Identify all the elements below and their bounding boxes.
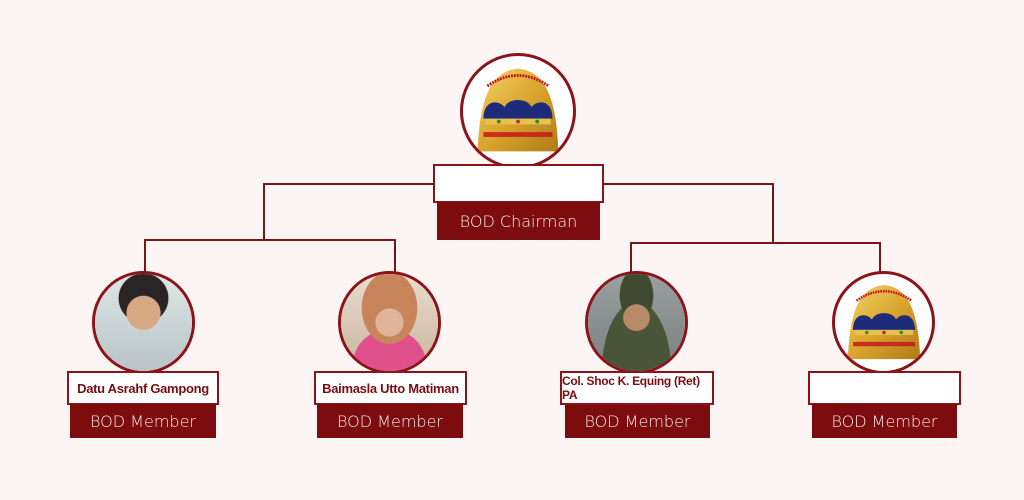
member-name: Datu Asrahf Gampong [77,380,209,396]
member-photo [338,271,441,374]
connector [631,242,881,244]
person-photo [588,274,685,371]
connector [145,239,396,241]
chairman-role: BOD Chairman [437,202,600,240]
chairman-name-box [433,164,604,203]
connector [264,183,434,185]
member-photo [92,271,195,374]
member-role: BOD Member [812,404,957,438]
chairman-photo [460,53,576,169]
member-name: Baimasla Utto Matiman [322,380,459,396]
member-name: Col. Shoc K. Equing (Ret) PA [562,374,700,402]
connector [772,183,774,244]
member-name-box: Datu Asrahf Gampong [67,371,219,405]
connector [879,242,881,273]
member-name-box: Col. Shoc K. Equing (Ret) PA [560,371,714,405]
member-name-box: Baimasla Utto Matiman [314,371,467,405]
connector [603,183,774,185]
connector [394,239,396,273]
member-name-box [808,371,961,405]
member-photo [832,271,935,374]
connector [263,183,265,241]
connector [144,239,146,273]
sultanate-logo-icon [841,280,927,366]
member-photo [585,271,688,374]
connector [630,242,632,273]
person-photo [95,274,192,371]
member-role: BOD Member [565,405,710,438]
member-role: BOD Member [317,404,463,438]
sultanate-logo-icon [470,63,566,159]
person-photo [341,274,438,371]
member-role: BOD Member [70,404,216,438]
